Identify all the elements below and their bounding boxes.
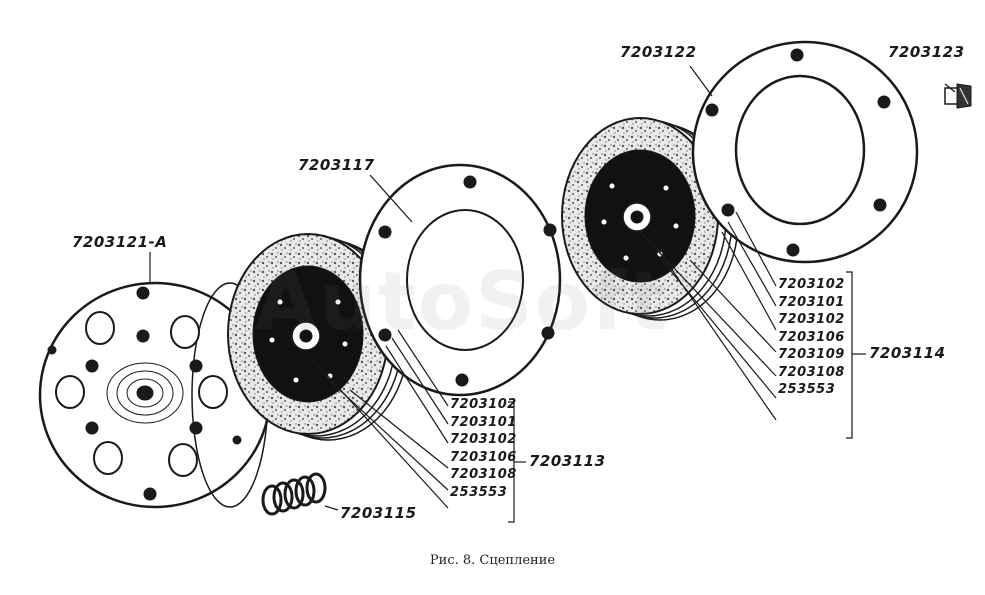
label-spring: 7203115 bbox=[340, 504, 417, 522]
spring bbox=[261, 472, 327, 516]
right-stack-item: 7203102 bbox=[778, 277, 845, 292]
label-steel-disc: 7203117 bbox=[298, 156, 375, 174]
leader-lines bbox=[149, 65, 956, 523]
left-stack-labels: 7203102 7203101 7203102 7203106 7203108 … bbox=[450, 398, 517, 503]
label-pressure-plate: 7203121-А bbox=[72, 233, 168, 251]
bolt bbox=[944, 83, 972, 109]
steel-disc bbox=[358, 163, 562, 397]
right-stack-item: 7203109 bbox=[778, 347, 845, 362]
right-stack-item: 7203101 bbox=[778, 294, 845, 310]
figure-caption: Рис. 8. Сцепление bbox=[429, 553, 556, 568]
end-ring bbox=[691, 40, 919, 264]
label-assembly-right: 7203114 bbox=[869, 344, 946, 362]
left-stack-item: 253553 bbox=[450, 484, 508, 500]
label-assembly-left: 7203113 bbox=[529, 452, 606, 470]
right-stack-item: 253553 bbox=[778, 382, 836, 397]
right-stack-item: 7203106 bbox=[778, 329, 845, 345]
left-stack-item: 7203101 bbox=[450, 414, 517, 430]
friction-disc-right bbox=[561, 117, 739, 321]
label-bolt: 7203123 bbox=[888, 43, 965, 61]
left-stack-item: 7203102 bbox=[450, 397, 517, 412]
left-stack-item: 7203102 bbox=[450, 432, 517, 447]
label-end-ring: 7203122 bbox=[620, 43, 697, 61]
left-stack-item: 7203108 bbox=[450, 467, 517, 482]
right-stack-item: 7203102 bbox=[778, 312, 845, 327]
right-stack-labels: 7203102 7203101 7203102 7203106 7203109 … bbox=[778, 278, 845, 401]
pressure-plate bbox=[38, 281, 272, 509]
friction-disc-left bbox=[227, 233, 409, 441]
right-stack-item: 7203108 bbox=[778, 364, 845, 380]
left-stack-item: 7203106 bbox=[450, 449, 517, 465]
